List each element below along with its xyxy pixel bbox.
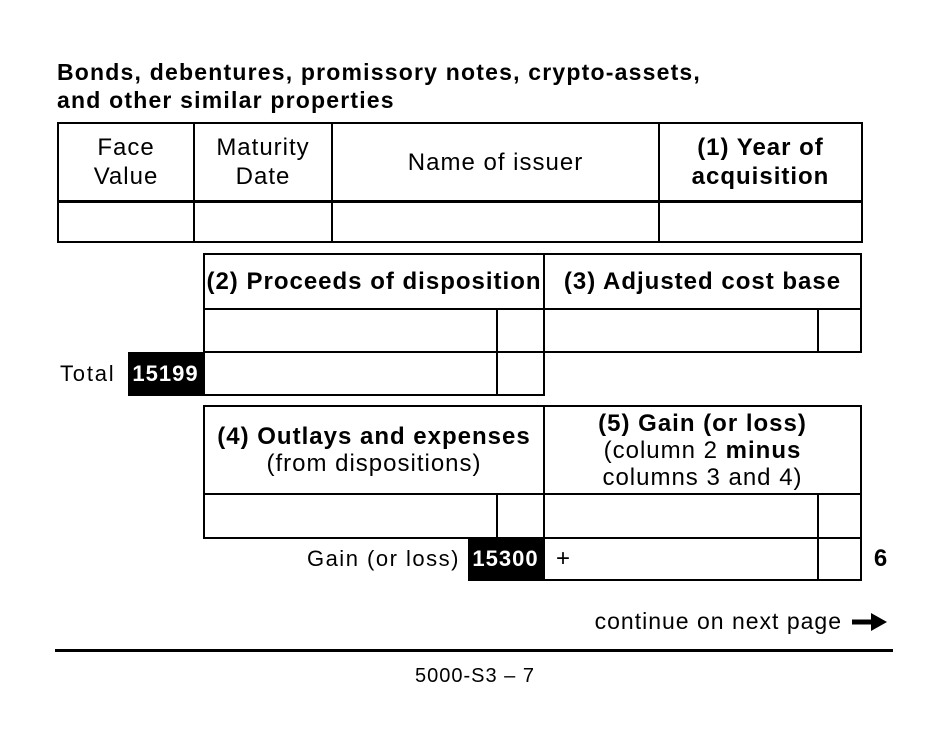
outlays-header-line2: (from dispositions) (266, 450, 482, 477)
year-of-acquisition-field[interactable] (660, 203, 861, 241)
total-label: Total (60, 360, 116, 386)
maturity-date-field[interactable] (195, 203, 333, 241)
gain-header-line3: columns 3 and 4) (602, 463, 803, 491)
total-proceeds-cents-field[interactable] (496, 351, 545, 396)
adjusted-cost-base-header: (3) Adjusted cost base (543, 253, 862, 310)
proceeds-dollars-field[interactable] (203, 308, 498, 353)
continue-note: continue on next page (0, 608, 888, 635)
gain-header-line1: (5) Gain (or loss) (598, 409, 807, 437)
proceeds-of-disposition-header: (2) Proceeds of disposition (203, 253, 545, 310)
header-cell-maturity-date: Maturity Date (195, 124, 333, 203)
gain-column-cents-field[interactable] (817, 493, 862, 539)
face-value-field[interactable] (59, 203, 195, 241)
next-page-arrow-icon (852, 612, 887, 631)
adjusted-cost-base-dollars-field[interactable] (543, 308, 819, 353)
line-code-15199-box: 15199 (128, 352, 203, 396)
gain-or-loss-row-label: Gain (or loss) (306, 546, 460, 571)
adjusted-cost-base-cents-field[interactable] (817, 308, 862, 353)
proceeds-cents-field[interactable] (496, 308, 545, 353)
gain-total-cents-field[interactable] (817, 537, 862, 581)
line-code-15300-box: 15300 (468, 537, 543, 581)
line-number-6: 6 (873, 545, 889, 572)
page-code: 5000-S3 – 7 (415, 665, 535, 687)
gain-header-line2: (column 2 minus (603, 436, 802, 464)
header-cell-name-of-issuer: Name of issuer (333, 124, 660, 203)
outlays-header-line1: (4) Outlays and expenses (217, 423, 531, 450)
gain-total-dollars-field[interactable]: + (543, 537, 819, 581)
header-cell-year-of-acquisition: (1) Year of acquisition (660, 124, 861, 203)
footer-divider (55, 649, 893, 652)
gain-column-dollars-field[interactable] (543, 493, 819, 539)
total-proceeds-dollars-field[interactable] (203, 351, 498, 396)
section-title-line1: Bonds, debentures, promissory notes, cry… (57, 59, 702, 85)
continue-text: continue on next page (594, 608, 842, 634)
plus-operator: + (556, 545, 572, 572)
issuer-table: Face Value Maturity Date Name of issuer … (57, 122, 863, 243)
header-cell-face-value: Face Value (59, 124, 195, 203)
gain-or-loss-header: (5) Gain (or loss) (column 2 minus colum… (543, 405, 862, 495)
outlays-dollars-field[interactable] (203, 493, 498, 539)
name-of-issuer-field[interactable] (333, 203, 660, 241)
outlays-cents-field[interactable] (496, 493, 545, 539)
section-title-line2: and other similar properties (57, 87, 395, 113)
outlays-and-expenses-header: (4) Outlays and expenses (from dispositi… (203, 405, 545, 495)
section-title: Bonds, debentures, promissory notes, cry… (57, 58, 701, 114)
